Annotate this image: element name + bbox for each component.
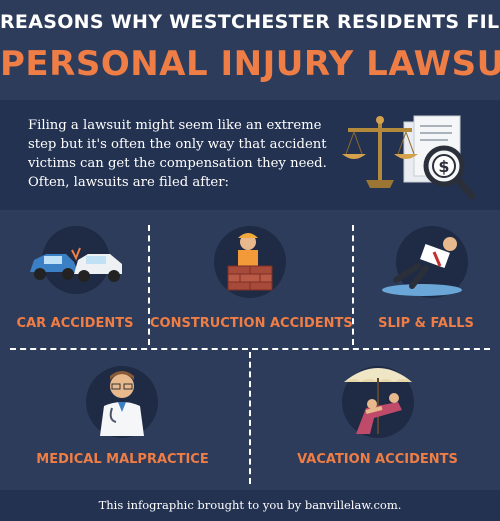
category-label-medical-malpractice: MEDICAL MALPRACTICE <box>36 452 209 467</box>
intro-line: Filing a lawsuit might seem like an extr… <box>28 118 322 133</box>
divider <box>249 352 251 484</box>
divider <box>148 225 150 345</box>
svg-text:$: $ <box>438 157 449 176</box>
title-line-2: PERSONAL INJURY LAWSUITS <box>0 44 500 84</box>
slip-fall-icon <box>382 226 468 298</box>
categories-grid: CAR ACCIDENTS CONSTRUCTION ACCIDENTS <box>0 210 500 490</box>
doctor-icon <box>86 366 158 438</box>
category-label-slip-falls: SLIP & FALLS <box>378 316 474 331</box>
title-line-1: REASONS WHY WESTCHESTER RESIDENTS FILE <box>0 11 500 33</box>
construction-worker-icon <box>214 226 286 298</box>
footer-text: This infographic brought to you by banvi… <box>98 498 402 512</box>
header: REASONS WHY WESTCHESTER RESIDENTS FILE P… <box>0 0 500 100</box>
intro-line: Often, lawsuits are filed after: <box>28 175 229 190</box>
divider <box>352 225 354 345</box>
intro-line: victims can get the compensation they ne… <box>28 156 327 171</box>
beach-umbrella-icon <box>342 366 414 438</box>
category-label-vacation-accidents: VACATION ACCIDENTS <box>297 452 458 467</box>
intro-line: step but it's often the only way that ac… <box>28 137 327 152</box>
category-label-car-accidents: CAR ACCIDENTS <box>16 316 134 331</box>
footer: This infographic brought to you by banvi… <box>0 490 500 521</box>
car-crash-icon <box>30 226 122 294</box>
divider <box>10 348 490 350</box>
intro-text: Filing a lawsuit might seem like an extr… <box>28 116 338 192</box>
category-label-construction-accidents: CONSTRUCTION ACCIDENTS <box>150 316 353 331</box>
scales-documents-icon: $ <box>342 115 476 200</box>
intro-band: Filing a lawsuit might seem like an extr… <box>0 100 500 210</box>
